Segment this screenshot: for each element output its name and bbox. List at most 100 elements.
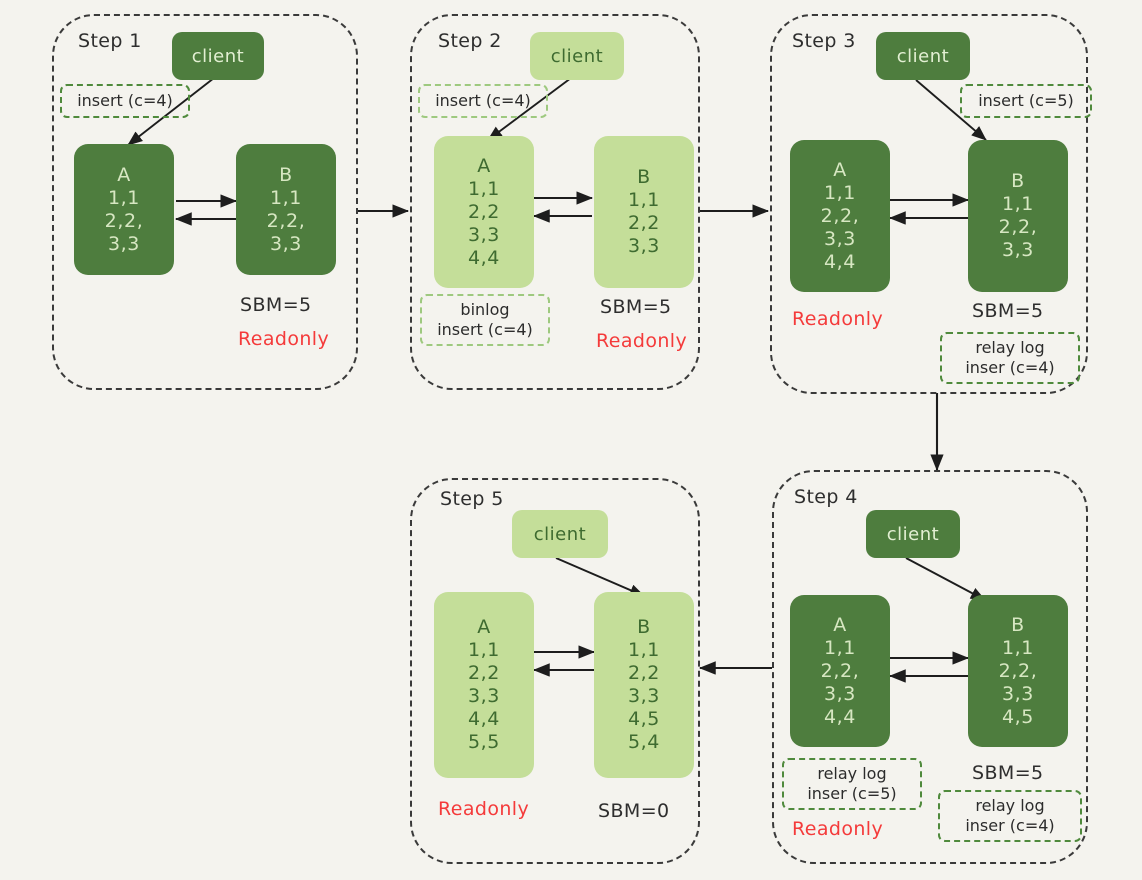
node-row: 3,3 bbox=[269, 232, 303, 255]
db-node-a-step4[interactable]: A 1,1 2,2, 3,3 4,4 bbox=[790, 595, 890, 747]
node-row: 3,3 bbox=[1001, 239, 1035, 261]
chip-line: insert (c=4) bbox=[77, 91, 173, 110]
node-row: 2,2 bbox=[627, 212, 661, 234]
node-row: 3,3 bbox=[107, 232, 141, 255]
relay-log-chip-a-step4[interactable]: relay log inser (c=5) bbox=[782, 758, 922, 810]
chip-line: relay log bbox=[817, 764, 887, 783]
chip-line: insert (c=4) bbox=[435, 91, 531, 110]
step-panel-step3[interactable] bbox=[770, 14, 1088, 394]
step-title-step2: Step 2 bbox=[438, 30, 502, 52]
node-row: 5,4 bbox=[627, 731, 661, 753]
node-row: 1,1 bbox=[823, 636, 857, 659]
chip-line: inser (c=4) bbox=[965, 816, 1055, 835]
node-row: 2,2 bbox=[627, 662, 661, 684]
readonly-label-step3: Readonly bbox=[792, 308, 884, 330]
client-box-step4[interactable]: client bbox=[866, 510, 960, 558]
relay-log-chip-b-step4[interactable]: relay log inser (c=4) bbox=[938, 790, 1082, 842]
db-node-b-step4[interactable]: B 1,1 2,2, 3,3 4,5 bbox=[968, 595, 1068, 747]
node-header: B bbox=[279, 163, 293, 186]
node-row: 1,1 bbox=[107, 186, 141, 209]
db-node-a-step5[interactable]: A 1,1 2,2 3,3 4,4 5,5 bbox=[434, 592, 534, 778]
client-box-step1[interactable]: client bbox=[172, 32, 264, 80]
sbm-label-step1: SBM=5 bbox=[240, 294, 312, 316]
node-row: 4,4 bbox=[823, 250, 857, 273]
chip-line: insert (c=5) bbox=[978, 91, 1074, 110]
node-row: 2,2, bbox=[104, 209, 144, 232]
node-row: 2,2, bbox=[820, 204, 860, 227]
client-box-step2[interactable]: client bbox=[530, 32, 624, 80]
node-header: A bbox=[833, 158, 847, 181]
node-row: 1,1 bbox=[467, 639, 501, 661]
sbm-label-step3: SBM=5 bbox=[972, 300, 1044, 322]
readonly-label-step5: Readonly bbox=[438, 798, 530, 820]
step-title-step5: Step 5 bbox=[440, 488, 504, 510]
node-row: 3,3 bbox=[823, 682, 857, 705]
node-header: B bbox=[637, 616, 651, 638]
node-row: 1,1 bbox=[269, 186, 303, 209]
client-label: client bbox=[896, 45, 950, 67]
node-row: 3,3 bbox=[627, 685, 661, 707]
client-label: client bbox=[550, 45, 604, 67]
db-node-b-step2[interactable]: B 1,1 2,2 3,3 bbox=[594, 136, 694, 288]
db-node-b-step5[interactable]: B 1,1 2,2 3,3 4,5 5,4 bbox=[594, 592, 694, 778]
db-node-a-step2[interactable]: A 1,1 2,2 3,3 4,4 bbox=[434, 136, 534, 288]
node-row: 4,5 bbox=[627, 708, 661, 730]
client-box-step3[interactable]: client bbox=[876, 32, 970, 80]
step-panel-step4[interactable] bbox=[772, 470, 1088, 864]
node-header: A bbox=[117, 163, 131, 186]
chip-line: binlog bbox=[460, 300, 510, 319]
node-row: 2,2 bbox=[467, 200, 501, 223]
step-title-step4: Step 4 bbox=[794, 486, 858, 508]
sbm-label-step4: SBM=5 bbox=[972, 762, 1044, 784]
client-box-step5[interactable]: client bbox=[512, 510, 608, 558]
insert-chip-step2[interactable]: insert (c=4) bbox=[418, 84, 548, 118]
node-row: 1,1 bbox=[1001, 636, 1035, 659]
step-title-step1: Step 1 bbox=[78, 30, 142, 52]
chip-line: relay log bbox=[975, 796, 1045, 815]
chip-line: inser (c=4) bbox=[965, 358, 1055, 377]
relay-log-chip-step3[interactable]: relay log inser (c=4) bbox=[940, 332, 1080, 384]
step-panel-step2[interactable] bbox=[410, 14, 700, 390]
node-row: 3,3 bbox=[627, 235, 661, 257]
node-row: 3,3 bbox=[467, 223, 501, 246]
db-node-b-step1[interactable]: B 1,1 2,2, 3,3 bbox=[236, 144, 336, 275]
node-header: A bbox=[477, 154, 491, 177]
db-node-a-step1[interactable]: A 1,1 2,2, 3,3 bbox=[74, 144, 174, 275]
node-row: 2,2, bbox=[820, 659, 860, 682]
insert-chip-step3[interactable]: insert (c=5) bbox=[960, 84, 1092, 118]
node-row: 3,3 bbox=[467, 685, 501, 707]
step-panel-step5[interactable] bbox=[410, 478, 700, 864]
node-row: 1,1 bbox=[627, 639, 661, 661]
node-row: 4,4 bbox=[467, 708, 501, 730]
readonly-label-step1: Readonly bbox=[238, 328, 330, 350]
node-header: B bbox=[1011, 613, 1025, 636]
sbm-label-step2: SBM=5 bbox=[600, 296, 672, 318]
node-row: 1,1 bbox=[823, 181, 857, 204]
node-header: B bbox=[1011, 170, 1025, 192]
db-node-b-step3[interactable]: B 1,1 2,2, 3,3 bbox=[968, 140, 1068, 292]
node-row: 2,2, bbox=[266, 209, 306, 232]
insert-chip-step1[interactable]: insert (c=4) bbox=[60, 84, 190, 118]
node-row: 1,1 bbox=[467, 177, 501, 200]
node-row: 2,2, bbox=[998, 216, 1038, 238]
node-row: 1,1 bbox=[1001, 193, 1035, 215]
readonly-label-step2: Readonly bbox=[596, 330, 688, 352]
client-label: client bbox=[533, 523, 587, 545]
node-row: 5,5 bbox=[467, 731, 501, 753]
node-header: B bbox=[637, 166, 651, 188]
chip-line: relay log bbox=[975, 338, 1045, 357]
node-row: 2,2 bbox=[467, 662, 501, 684]
chip-line: inser (c=5) bbox=[807, 784, 897, 803]
readonly-label-step4: Readonly bbox=[792, 818, 884, 840]
node-row: 2,2, bbox=[998, 659, 1038, 682]
node-row: 4,4 bbox=[823, 705, 857, 728]
step-panel-step1[interactable] bbox=[52, 14, 358, 390]
client-label: client bbox=[191, 45, 245, 67]
step-title-step3: Step 3 bbox=[792, 30, 856, 52]
binlog-chip-step2[interactable]: binlog insert (c=4) bbox=[420, 294, 550, 346]
node-header: A bbox=[833, 613, 847, 636]
db-node-a-step3[interactable]: A 1,1 2,2, 3,3 4,4 bbox=[790, 140, 890, 292]
node-row: 4,4 bbox=[467, 246, 501, 269]
node-row: 4,5 bbox=[1001, 705, 1035, 728]
